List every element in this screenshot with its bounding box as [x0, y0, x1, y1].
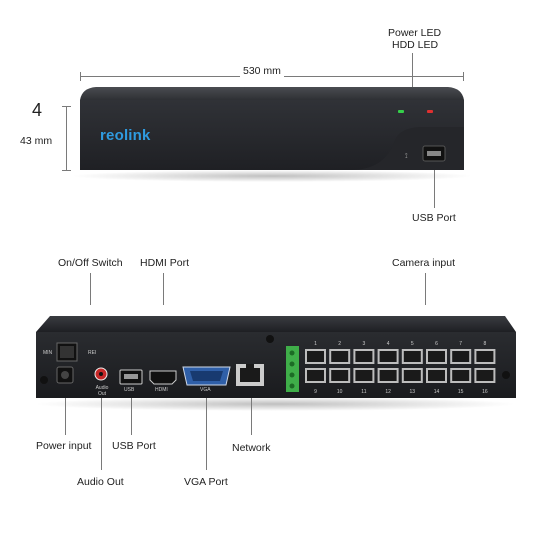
poe-port-number-9: 9 [314, 389, 317, 395]
poe-port-socket-11 [355, 370, 373, 381]
poe-port-socket-5 [403, 351, 421, 362]
poe-port-socket-2 [331, 351, 349, 362]
on-off-switch-label: On/Off Switch [58, 257, 123, 269]
front-face-panel [80, 100, 464, 170]
front-shadow [72, 170, 472, 182]
height-dimension-big: 4 [32, 100, 43, 120]
power-input-leader [65, 398, 66, 435]
poe-port-number-5: 5 [411, 341, 414, 347]
camera-input-label: Camera input [392, 257, 456, 269]
power-input-label: Power input [36, 440, 92, 452]
camera-input-leader [425, 273, 426, 305]
poe-port-number-15: 15 [458, 389, 464, 395]
network-label: Network [232, 442, 271, 454]
front-top-panel [80, 87, 464, 100]
poe-port-socket-7 [452, 351, 470, 362]
on-off-switch-leader [90, 273, 91, 305]
hdmi-port-icon [149, 370, 177, 385]
height-dimension-tick-bottom [62, 170, 71, 171]
width-dimension-tick-right [463, 72, 464, 81]
poe-port-socket-3 [355, 351, 373, 362]
hdd-led-label: HDD LED [392, 39, 439, 51]
hdmi-port-label: HDMI Port [140, 257, 190, 269]
poe-port-number-14: 14 [434, 389, 440, 395]
width-dimension-tick-left [80, 72, 81, 81]
poe-port-socket-16 [476, 370, 494, 381]
poe-port-socket-8 [476, 351, 494, 362]
switch-rei-text: REI [88, 350, 97, 356]
audio-out-text: Audio Out [95, 385, 109, 397]
poe-port-socket-15 [452, 370, 470, 381]
poe-port-number-16: 16 [482, 389, 488, 395]
led-leader-line [412, 53, 413, 101]
poe-port-socket-12 [379, 370, 397, 381]
power-led-icon [398, 110, 404, 113]
poe-port-number-13: 13 [410, 389, 416, 395]
usb-front-label: USB Port [412, 212, 456, 224]
poe-port-number-12: 12 [385, 389, 391, 395]
poe-port-socket-1 [307, 351, 324, 362]
poe-port-socket-13 [403, 370, 421, 381]
width-dimension-label: 530 mm [240, 65, 284, 77]
poe-terminal-block-icon [286, 346, 299, 392]
height-dimension-tick-top [62, 106, 71, 107]
back-top-panel [36, 316, 516, 332]
poe-port-number-1: 1 [314, 341, 317, 347]
poe-port-number-8: 8 [484, 341, 487, 347]
vga-text: VGA [200, 387, 211, 393]
usb-back-text: USB [124, 387, 135, 393]
poe-port-number-4: 4 [387, 341, 390, 347]
audio-out-label: Audio Out [77, 476, 124, 488]
audio-out-leader [101, 398, 102, 470]
poe-port-socket-9 [307, 370, 324, 381]
usb-back-label: USB Port [112, 440, 156, 452]
network-leader [251, 398, 252, 435]
vga-port-label: VGA Port [184, 476, 228, 488]
poe-port-number-7: 7 [459, 341, 462, 347]
switch-min-text: MIN [43, 350, 53, 356]
hdmi-port-leader [163, 273, 164, 305]
poe-port-number-3: 3 [363, 341, 366, 347]
power-led-label: Power LED [388, 27, 442, 39]
height-dimension-line [66, 106, 67, 171]
poe-port-socket-4 [379, 351, 397, 362]
poe-port-number-11: 11 [361, 389, 366, 395]
brand-logo: reolink [100, 127, 151, 144]
usb-back-leader [131, 398, 132, 435]
poe-port-socket-6 [428, 351, 445, 362]
poe-port-number-6: 6 [435, 341, 438, 347]
back-shadow [35, 397, 515, 411]
svg-text:⟟: ⟟ [405, 153, 408, 160]
height-dimension-label: 43 mm [20, 135, 53, 147]
poe-port-number-2: 2 [338, 341, 341, 347]
poe-port-socket-14 [428, 370, 445, 381]
hdmi-text: HDMI [155, 387, 168, 393]
vga-port-leader [206, 398, 207, 470]
usb-front-leader-line [434, 170, 435, 208]
hdd-led-icon [427, 110, 433, 113]
poe-port-number-10: 10 [337, 389, 343, 395]
poe-port-socket-10 [331, 370, 349, 381]
back-face-panel [36, 332, 516, 398]
